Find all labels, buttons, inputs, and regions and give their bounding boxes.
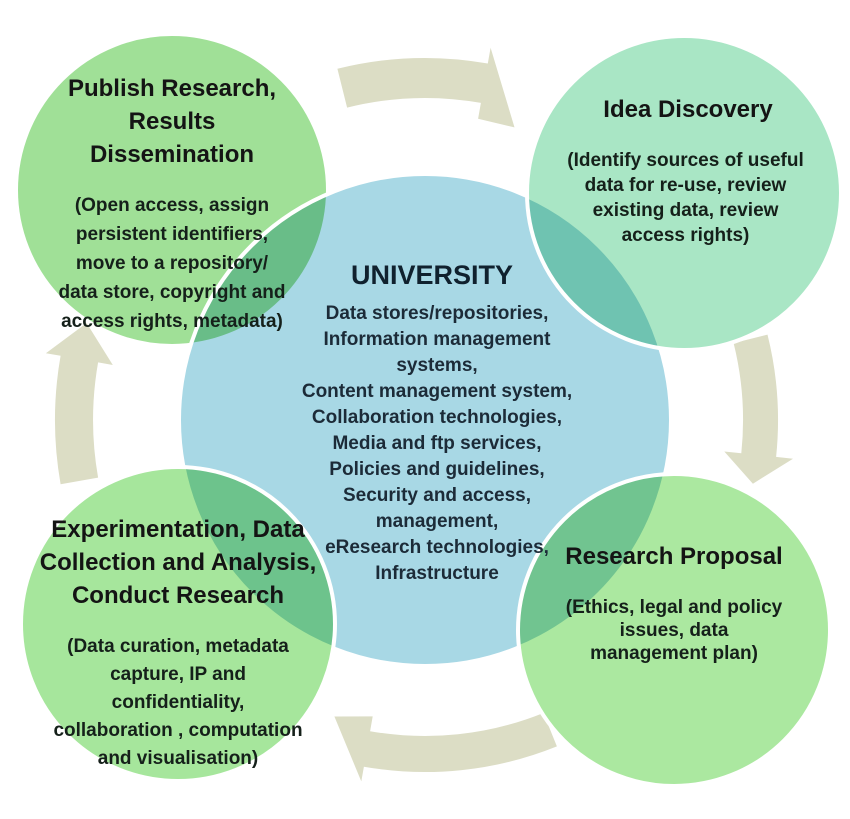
curved-arrow-right-icon: [724, 334, 793, 484]
publish-circle-outline: [14, 32, 330, 348]
idea-circle-outline: [525, 34, 843, 352]
proposal-circle: [518, 474, 830, 786]
curved-arrow-top-icon: [337, 47, 515, 128]
university-circle-outline: [177, 172, 673, 668]
experiment-circle: [21, 467, 335, 781]
idea-circle: [527, 36, 841, 350]
proposal-circle-outline: [516, 472, 832, 788]
curved-arrow-bottom-icon: [334, 713, 557, 782]
experiment-circle-outline: [19, 465, 337, 783]
curved-arrow-left-icon: [45, 323, 113, 485]
